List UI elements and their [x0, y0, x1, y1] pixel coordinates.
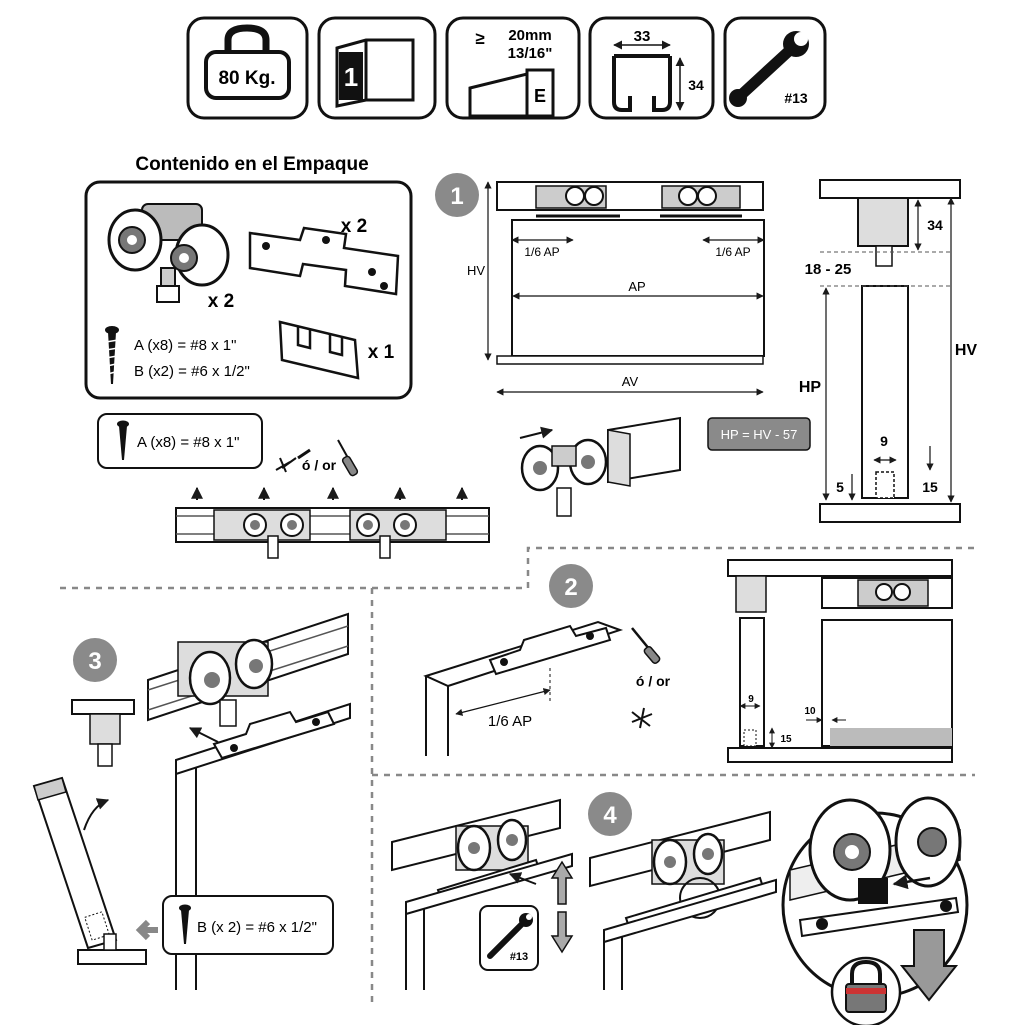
trolley-quantity: x 2	[208, 291, 234, 312]
bracket-illustration	[248, 226, 400, 296]
thickness-inch-label: 13/16"	[508, 45, 553, 62]
lock-icon	[830, 956, 902, 1025]
spec-icon-door-count: 1	[317, 16, 437, 120]
step3-number: 3	[88, 648, 101, 675]
side-dim-9: 9	[880, 433, 888, 449]
package-contents-box: x 2 x 2 x 1 A (x8) = #8 x 1" B (x2) = #6…	[84, 180, 413, 400]
screw-icon	[105, 326, 119, 384]
step4-wrench-label: #13	[510, 951, 528, 963]
step2-dim-10: 10	[804, 706, 816, 717]
step1-tools: ó / or	[275, 439, 359, 477]
step2-dim-sixth: 1/6 AP	[488, 713, 532, 730]
spec-icon-rail-profile: 33 34	[588, 16, 715, 120]
dim-ap: AP	[628, 279, 645, 294]
screw-b-spec: B (x2) = #6 x 1/2"	[134, 363, 250, 380]
screw-a-spec: A (x8) = #8 x 1"	[134, 337, 236, 354]
screwdriver-icon	[337, 439, 359, 477]
section-dividers	[60, 546, 975, 1002]
step4-wrench-callout: #13	[479, 905, 539, 971]
step1-number: 1	[450, 183, 463, 210]
dim-sixth-ap-left: 1/6 AP	[524, 245, 559, 259]
down-arrow-icon	[899, 929, 959, 1002]
side-dim-15: 15	[922, 479, 938, 495]
step2-side-view: 9 15 10	[727, 559, 953, 763]
step1-screw-label: A (x8) = #8 x 1"	[137, 434, 239, 451]
step1-trolley-insertion	[519, 416, 681, 517]
step3-badge: 3	[73, 638, 117, 682]
step2-tools: ó / or	[631, 627, 671, 729]
side-dim-hv: HV	[955, 342, 978, 359]
drill-spark-icon	[275, 457, 297, 473]
hp-formula-badge: HP = HV - 57	[707, 417, 811, 451]
step2-badge: 2	[549, 564, 593, 608]
thickness-symbol: ≥	[475, 29, 484, 48]
step1-screw-callout: A (x8) = #8 x 1"	[97, 413, 263, 469]
side-dim-5: 5	[836, 479, 844, 495]
thickness-letter: E	[534, 86, 546, 106]
package-title: Contenido en el Empaque	[135, 154, 368, 175]
spec-icon-door-thickness: ≥ 20mm 13/16" E	[445, 16, 581, 120]
weight-capacity-label: 80 Kg.	[218, 68, 275, 89]
step3-guide-parts	[32, 699, 158, 965]
step3-door-bracket	[175, 702, 351, 990]
floor-guide-illustration	[278, 320, 360, 380]
step2-or-text: ó / or	[636, 673, 671, 689]
spec-icon-weight: 80 Kg.	[186, 16, 309, 120]
side-dim-hp: HP	[799, 379, 822, 396]
step4-left-assembly	[391, 798, 574, 990]
step4-number: 4	[603, 802, 617, 829]
step1-side-view: 34 18 - 25 HV HP 9 5 15	[799, 179, 978, 523]
step3-trolley-rail	[147, 612, 349, 743]
step1-rail-trolleys	[175, 486, 490, 559]
step1-badge: 1	[435, 173, 479, 217]
step4-middle-assembly	[589, 810, 777, 990]
step3-screw-callout: B (x 2) = #6 x 1/2"	[162, 895, 334, 955]
dim-sixth-ap-right: 1/6 AP	[715, 245, 750, 259]
bracket-quantity: x 2	[341, 216, 367, 237]
step2-dim-9: 9	[748, 694, 754, 705]
guide-quantity: x 1	[368, 342, 395, 363]
step3-screw-label: B (x 2) = #6 x 1/2"	[197, 919, 317, 936]
spec-icon-wrench: #13	[723, 16, 827, 120]
dim-av: AV	[622, 374, 639, 389]
side-dim-gap: 18 - 25	[805, 261, 852, 278]
screwdriver-icon	[631, 627, 661, 664]
step2-number: 2	[564, 574, 577, 601]
drill-spark-icon	[631, 707, 653, 729]
side-dim-34: 34	[927, 217, 943, 233]
rail-width-label: 33	[634, 28, 651, 45]
step1-or-text: ó / or	[302, 457, 337, 473]
hp-formula: HP = HV - 57	[721, 427, 798, 442]
thickness-mm-label: 20mm	[508, 27, 551, 44]
step1-front-view: 1/6 AP 1/6 AP AP AV HV	[467, 181, 765, 396]
step2-door-bracket: 1/6 AP	[423, 620, 624, 756]
trolley-illustration	[107, 203, 230, 303]
door-count-label: 1	[344, 62, 358, 92]
step4-badge: 4	[588, 792, 632, 836]
step2-dim-15: 15	[780, 734, 792, 745]
dim-hv: HV	[467, 263, 485, 278]
rail-height-label: 34	[688, 77, 704, 93]
wrench-size-label: #13	[784, 90, 808, 106]
